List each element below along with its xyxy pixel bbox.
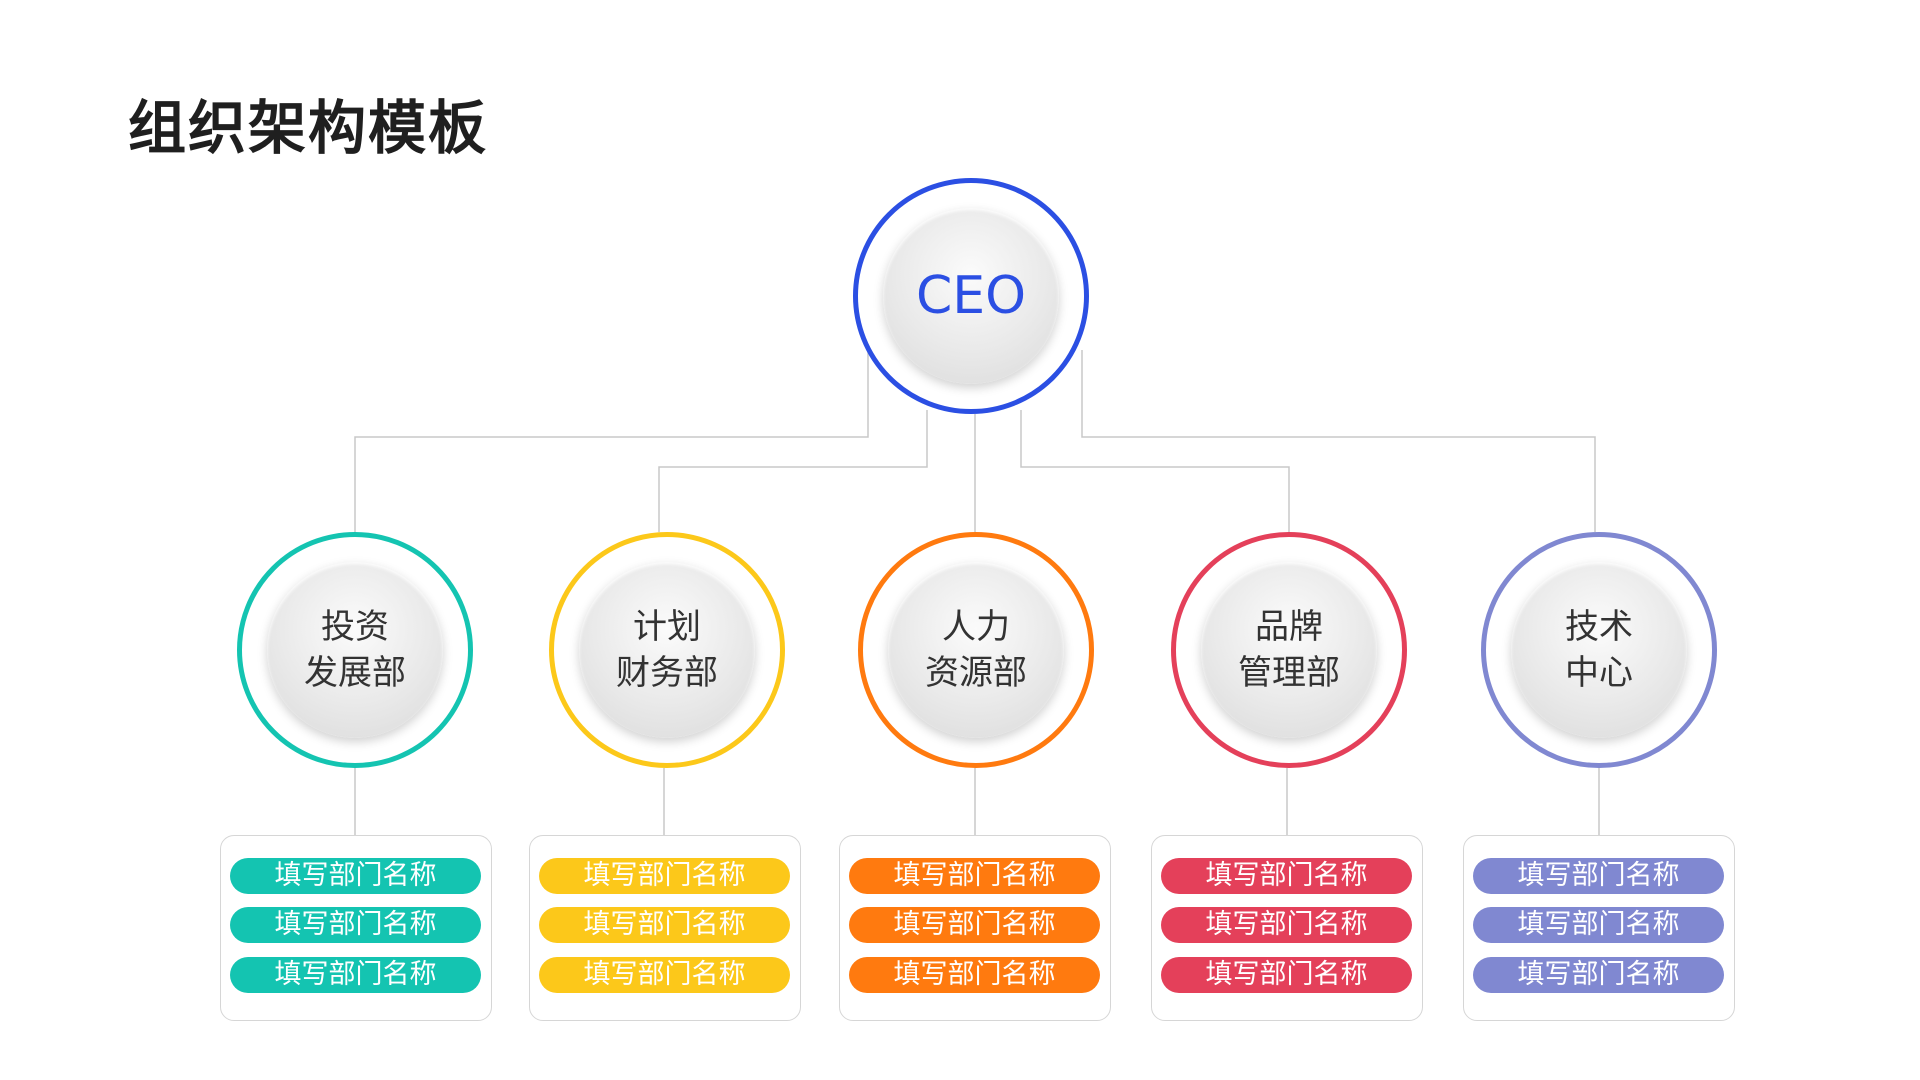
dept-node-inner: 品牌 管理部 (1201, 562, 1377, 738)
sub-dept-pill[interactable]: 填写部门名称 (539, 907, 790, 943)
sub-dept-pill[interactable]: 填写部门名称 (849, 907, 1100, 943)
connector-ceo-to-dept-5 (1081, 350, 1596, 532)
sub-dept-pill[interactable]: 填写部门名称 (539, 957, 790, 993)
dept-node-inner: 投资 发展部 (267, 562, 443, 738)
dept-node-finance: 计划 财务部 (549, 532, 785, 768)
sub-dept-box-investment: 填写部门名称 填写部门名称 填写部门名称 (220, 835, 492, 1021)
ceo-node: CEO (853, 178, 1089, 414)
dept-label-line1: 品牌 (1255, 607, 1323, 647)
sub-dept-pill[interactable]: 填写部门名称 (539, 858, 790, 894)
dept-node-inner: 计划 财务部 (579, 562, 755, 738)
dept-node-hr: 人力 资源部 (858, 532, 1094, 768)
sub-dept-box-finance: 填写部门名称 填写部门名称 填写部门名称 (529, 835, 801, 1021)
dept-node-inner: 技术 中心 (1511, 562, 1687, 738)
sub-dept-pill[interactable]: 填写部门名称 (1161, 858, 1412, 894)
connector-ceo-to-dept-1 (354, 350, 869, 532)
dept-label-line1: 技术 (1565, 607, 1633, 647)
sub-dept-pill[interactable]: 填写部门名称 (230, 858, 481, 894)
dept-label-line2: 资源部 (925, 653, 1027, 693)
sub-dept-box-tech: 填写部门名称 填写部门名称 填写部门名称 (1463, 835, 1735, 1021)
sub-dept-box-brand: 填写部门名称 填写部门名称 填写部门名称 (1151, 835, 1423, 1021)
sub-dept-pill[interactable]: 填写部门名称 (230, 907, 481, 943)
connector-ceo-to-dept-4 (1020, 410, 1290, 532)
sub-dept-pill[interactable]: 填写部门名称 (1473, 858, 1724, 894)
sub-dept-box-hr: 填写部门名称 填写部门名称 填写部门名称 (839, 835, 1111, 1021)
dept-node-brand: 品牌 管理部 (1171, 532, 1407, 768)
dept-label-line2: 中心 (1565, 653, 1633, 693)
sub-dept-pill[interactable]: 填写部门名称 (849, 858, 1100, 894)
dept-node-tech: 技术 中心 (1481, 532, 1717, 768)
sub-dept-pill[interactable]: 填写部门名称 (1161, 957, 1412, 993)
connector-ceo-to-dept-2 (658, 410, 928, 532)
sub-dept-pill[interactable]: 填写部门名称 (849, 957, 1100, 993)
dept-label-line2: 发展部 (304, 653, 406, 693)
dept-label-line1: 投资 (321, 607, 389, 647)
sub-dept-pill[interactable]: 填写部门名称 (230, 957, 481, 993)
dept-node-investment: 投资 发展部 (237, 532, 473, 768)
sub-dept-pill[interactable]: 填写部门名称 (1473, 957, 1724, 993)
sub-dept-pill[interactable]: 填写部门名称 (1161, 907, 1412, 943)
dept-label-line1: 人力 (942, 607, 1010, 647)
dept-label-line2: 管理部 (1238, 653, 1340, 693)
dept-node-inner: 人力 资源部 (888, 562, 1064, 738)
dept-label-line1: 计划 (633, 607, 701, 647)
ceo-label: CEO (915, 266, 1027, 326)
ceo-node-inner: CEO (883, 208, 1059, 384)
page-title: 组织架构模板 (128, 94, 489, 162)
dept-label-line2: 财务部 (616, 653, 718, 693)
sub-dept-pill[interactable]: 填写部门名称 (1473, 907, 1724, 943)
